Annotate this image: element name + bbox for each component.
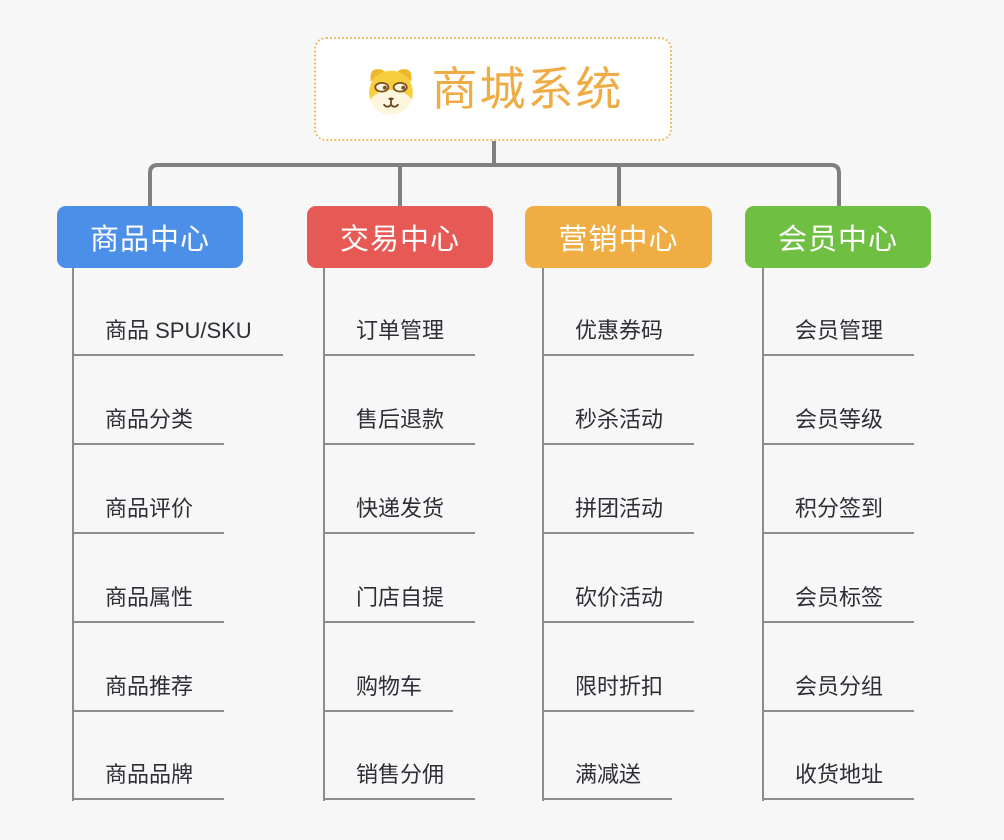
leaf-node[interactable]: 商品属性 xyxy=(72,583,225,623)
branch-label: 交易中心 xyxy=(339,224,460,256)
branch-label: 会员中心 xyxy=(777,224,898,256)
leaf-node[interactable]: 会员标签 xyxy=(762,583,915,623)
root-title: 商城系统 xyxy=(431,63,624,115)
leaf-node[interactable]: 商品分类 xyxy=(72,405,225,445)
leaf-node[interactable]: 订单管理 xyxy=(323,316,476,356)
dog-face-icon xyxy=(368,69,413,115)
branch-node-member-center[interactable]: 会员中心 xyxy=(745,206,931,268)
leaf-node[interactable]: 拼团活动 xyxy=(542,494,695,534)
branch-node-product-center[interactable]: 商品中心 xyxy=(57,206,243,268)
leaf-node[interactable]: 销售分佣 xyxy=(323,760,476,800)
leaf-node[interactable]: 商品评价 xyxy=(72,494,225,534)
leaf-node[interactable]: 商品品牌 xyxy=(72,760,225,800)
leaf-node[interactable]: 砍价活动 xyxy=(542,583,695,623)
branch-label: 营销中心 xyxy=(558,224,679,256)
branch-node-trade-center[interactable]: 交易中心 xyxy=(307,206,493,268)
branch-label: 商品中心 xyxy=(89,224,210,256)
leaf-node[interactable]: 门店自提 xyxy=(323,583,476,623)
leaf-node[interactable]: 优惠券码 xyxy=(542,316,695,356)
leaf-node[interactable]: 限时折扣 xyxy=(542,672,695,712)
leaf-node[interactable]: 购物车 xyxy=(323,672,454,712)
leaf-node[interactable]: 积分签到 xyxy=(762,494,915,534)
leaf-node[interactable]: 售后退款 xyxy=(323,405,476,445)
leaf-node[interactable]: 快递发货 xyxy=(323,494,476,534)
leaf-node[interactable]: 会员管理 xyxy=(762,316,915,356)
branch-node-marketing-center[interactable]: 营销中心 xyxy=(525,206,712,268)
leaf-node[interactable]: 商品 SPU/SKU xyxy=(72,316,283,356)
leaf-node[interactable]: 秒杀活动 xyxy=(542,405,695,445)
root-node[interactable]: 商城系统 xyxy=(314,37,672,141)
leaf-node[interactable]: 满减送 xyxy=(542,760,673,800)
leaf-node[interactable]: 会员等级 xyxy=(762,405,915,445)
leaf-node[interactable]: 收货地址 xyxy=(762,760,915,800)
leaf-node[interactable]: 商品推荐 xyxy=(72,672,225,712)
branch-bus-line xyxy=(148,163,841,206)
leaf-node[interactable]: 会员分组 xyxy=(762,672,915,712)
